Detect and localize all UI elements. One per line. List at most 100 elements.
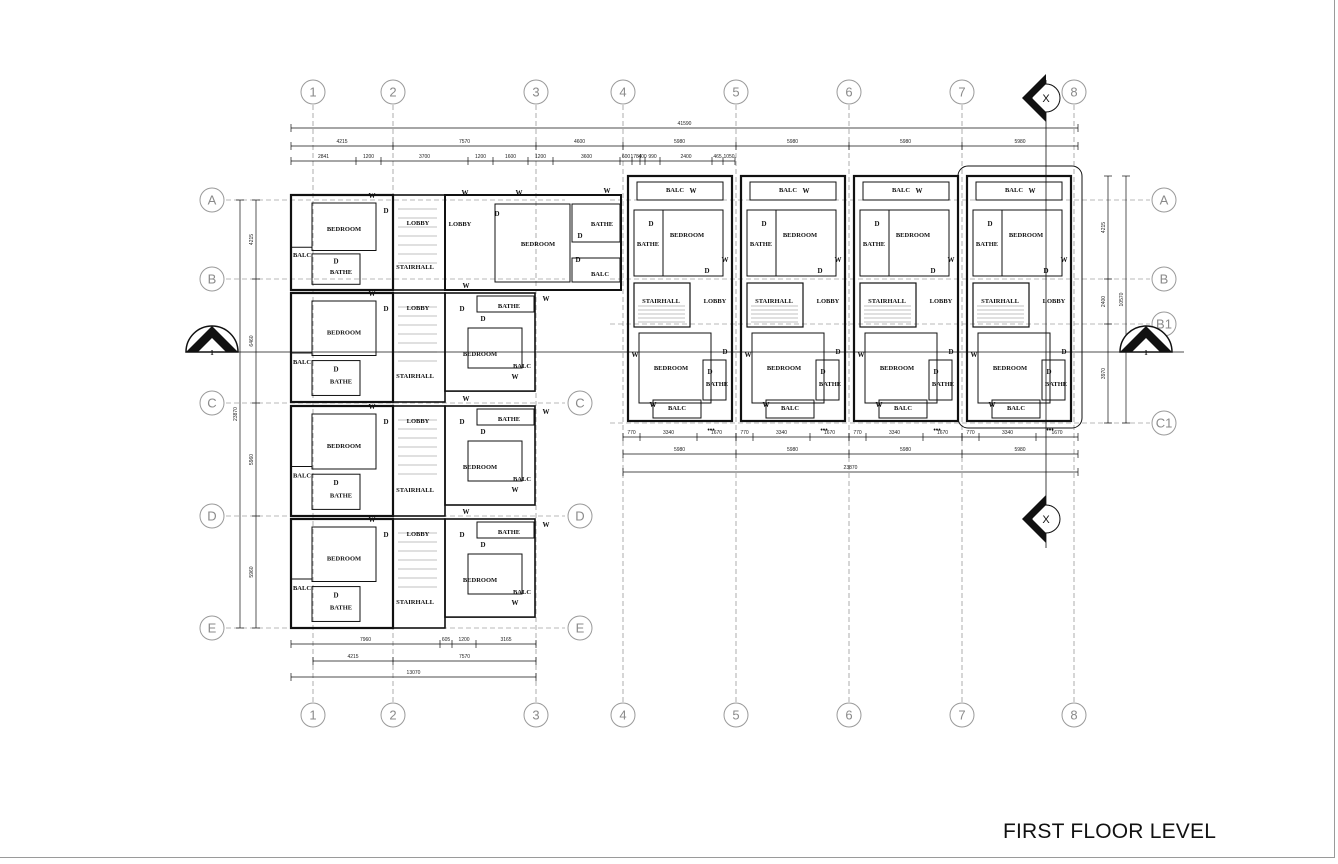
label-lobby: LOBBY: [930, 298, 953, 305]
grid-bubble-top-2: 2: [380, 79, 406, 105]
wall-bath-left-1: [311, 253, 361, 285]
wall-stairhall-1: [633, 282, 691, 328]
label-balc-top: BALC: [779, 187, 797, 194]
window-tag: W: [543, 521, 550, 529]
wall-bathe-mid-4: [476, 521, 535, 539]
dim-bay-1-text: 3340: [663, 430, 674, 436]
grid-bubble-label: 3: [532, 85, 539, 100]
grid-bubble-circle: [199, 390, 225, 416]
grid-bubble-left-C: C: [199, 390, 225, 416]
door-tag: D: [930, 267, 935, 275]
wall-bedroom-left-3: [311, 413, 377, 470]
wall-bedroom-top-3: [888, 209, 950, 277]
label-bathe: BATHE: [330, 604, 352, 611]
grid-bubble-label: 8: [1070, 708, 1077, 723]
grid-bubble-label: A: [208, 193, 217, 208]
label-lobby-top: LOBBY: [449, 221, 472, 228]
grid-bubble-label: B: [1160, 272, 1169, 287]
dim-left-grid-text: 6460: [249, 335, 255, 346]
room-labels: BEDROOMBATHEBALCSTAIRHALLLOBBYDDWBEDROOM…: [293, 187, 1068, 611]
dim-right-bays-text: 5980: [900, 447, 911, 453]
dim-bottom-left-text: 7960: [360, 637, 371, 643]
grid-bubble-circle: [199, 266, 225, 292]
dim-sub-text: 3600: [581, 154, 592, 160]
dim-grid-text: 5980: [787, 139, 798, 145]
window-tag: W: [463, 395, 470, 403]
window-tag: W: [876, 401, 883, 409]
window-tag: W: [835, 256, 842, 264]
label-stairhall: STAIRHALL: [981, 298, 1019, 305]
dim-grid-text: 5980: [674, 139, 685, 145]
label-balc: BALC: [894, 405, 912, 412]
label-bathe: BATHE: [976, 241, 998, 248]
bay-outline-highlight: [957, 165, 1083, 429]
door-tag: D: [575, 256, 580, 264]
door-tag: D: [333, 365, 338, 373]
label-stairhall: STAIRHALL: [396, 599, 434, 606]
wall-bath-left-2: [311, 360, 361, 396]
wall-bedroom-top-4: [1001, 209, 1063, 277]
wall-stairhall-3: [859, 282, 917, 328]
label-bathe: BATHE: [706, 381, 728, 388]
dim-sub-text: 1784: [630, 154, 641, 160]
window-tag: W: [1061, 256, 1068, 264]
label-bathe-mid: BATHE: [498, 303, 520, 310]
label-bedroom: BEDROOM: [767, 365, 801, 372]
dim-bay-4-text: 1670: [1051, 430, 1062, 436]
wall-bedroom-top-2: [775, 209, 837, 277]
dim-grid-text: 7570: [459, 139, 470, 145]
grid-bubble-bottom-1: 1: [300, 702, 326, 728]
label-balc-mid: BALC: [513, 476, 531, 483]
section-label: 1: [210, 349, 214, 357]
wall-bedroom-left-1: [311, 202, 377, 251]
label-bathe: BATHE: [750, 241, 772, 248]
dim-right-total-text: 23870: [844, 465, 858, 471]
grid-bubble-circle: [567, 503, 593, 529]
grid-bubble-label: 4: [619, 708, 626, 723]
grid-bubble-circle: [199, 503, 225, 529]
wall-bedroom-mid-3: [467, 440, 523, 482]
label-bedroom: BEDROOM: [783, 232, 817, 239]
wall-balc-bot-1: [652, 399, 702, 419]
grid-bubble-circle: [199, 187, 225, 213]
wall-stairhall-2: [746, 282, 804, 328]
dim-sub-text: 1200: [535, 154, 546, 160]
label-balc-mid: BALC: [513, 589, 531, 596]
grid-bubble-circle: [1061, 702, 1087, 728]
wall-unit-mid-4: [444, 518, 536, 618]
window-tag: W: [512, 599, 519, 607]
door-tag: D: [817, 267, 822, 275]
window-tag: W: [1029, 187, 1036, 195]
grid-bubble-label: 5: [732, 708, 739, 723]
door-tag: D: [383, 305, 388, 313]
dim-bay-3-text: 3340: [889, 430, 900, 436]
window-tag: W: [463, 282, 470, 290]
drawing-title: FIRST FLOOR LEVEL: [1003, 820, 1217, 843]
window-tag: W: [948, 256, 955, 264]
dim-sub-text: 1050: [723, 154, 734, 160]
dim-left-total-text: 23870: [233, 407, 239, 421]
label-lobby: LOBBY: [1043, 298, 1066, 305]
label-bedroom: BEDROOM: [1009, 232, 1043, 239]
label-bedroom-mid: BEDROOM: [463, 351, 497, 358]
grid-bubble-top-8: 8: [1061, 79, 1087, 105]
label-bedroom-mid: BEDROOM: [463, 464, 497, 471]
dim-bay-1-text: 770: [627, 430, 636, 436]
dim-bay-4-text: 3340: [1002, 430, 1013, 436]
window-tag: W: [369, 290, 376, 298]
dim-sub-text: 400: [638, 154, 647, 160]
grid-bubble-label: C1: [1156, 416, 1173, 431]
dim-right-grid-v-text: 3970: [1101, 368, 1107, 379]
door-tag: D: [494, 210, 499, 218]
wall-bathe-bot-2: [815, 359, 840, 401]
grid-bubble-label: 2: [389, 85, 396, 100]
wall-bath-left-3: [311, 473, 361, 510]
wall-bedroom-bot-1: [638, 332, 712, 404]
marker-dots: •••: [820, 426, 828, 434]
dim-bay-3-text: 770: [853, 430, 862, 436]
door-tag: D: [459, 305, 464, 313]
label-bathe: BATHE: [819, 381, 841, 388]
label-bathe: BATHE: [330, 378, 352, 385]
